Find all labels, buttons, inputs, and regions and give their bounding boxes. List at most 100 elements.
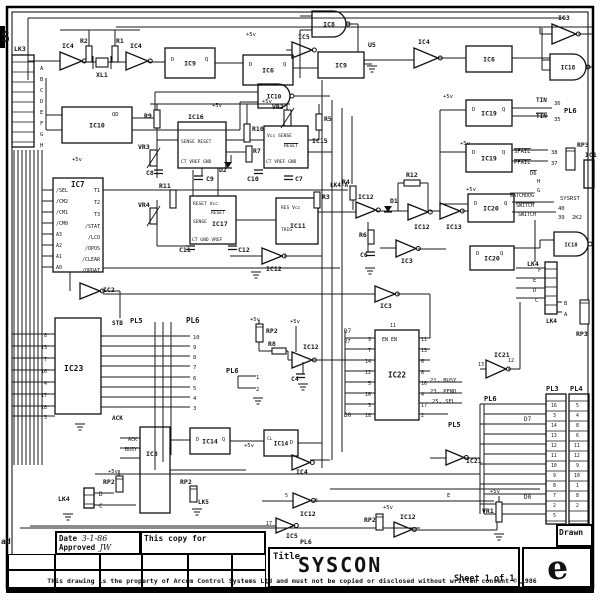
component-ic18a: IC18 xyxy=(549,53,591,81)
schematic-label: 12 xyxy=(574,453,580,459)
schematic-label: 8 xyxy=(193,355,196,361)
schematic-label: 9 xyxy=(576,463,579,469)
component-ic7: IC7 xyxy=(52,177,104,273)
component-ic4c: IC4 xyxy=(413,38,443,69)
schematic-label: RESET xyxy=(284,143,298,149)
schematic-label: 3 xyxy=(553,413,556,419)
component-ref-r7: R7 xyxy=(253,147,261,155)
component-ref-ic3c: IC3 xyxy=(380,302,392,310)
component-ref-ic12f: IC12 xyxy=(400,513,416,521)
schematic-label: E xyxy=(533,278,536,284)
component-ref-lk3: LK3 xyxy=(14,45,26,53)
component-ic2: IC2 xyxy=(79,282,115,300)
component-ref-ic23: IC23 xyxy=(64,364,83,373)
inverter-gate xyxy=(261,247,284,265)
schematic-label: 9 xyxy=(368,337,371,343)
component-ref-ic16: IC16 xyxy=(188,113,204,121)
ic-body xyxy=(263,429,299,457)
schematic-label: 4 xyxy=(421,392,424,398)
schematic-label: D xyxy=(196,437,199,443)
schematic-label: +5v xyxy=(490,489,501,495)
component-rp3b: RP3 xyxy=(576,299,590,338)
component-ic10a: IC10 xyxy=(61,106,133,144)
sheet-of: of 1 xyxy=(494,574,515,584)
schematic-label: 2 xyxy=(256,387,259,393)
sheet-border-outer xyxy=(5,5,595,590)
schematic-label: Q xyxy=(283,62,286,68)
nand-bubble xyxy=(587,241,593,247)
component-r4: R4 xyxy=(342,178,357,201)
component-ref-ic4a: IC4 xyxy=(62,42,74,50)
component-ic19a: IC19 xyxy=(465,99,513,127)
component-ic22: IC22 xyxy=(374,329,420,421)
schematic-label: 23, PEND xyxy=(430,389,457,395)
component-rp2a: RP2 xyxy=(255,323,278,343)
component-ref-ic7: IC7 xyxy=(71,180,85,189)
component-ref-ic22: IC22 xyxy=(388,371,406,380)
component-r12: R12 xyxy=(403,171,421,187)
schematic-label: F xyxy=(40,121,43,127)
schematic-label: A0 xyxy=(56,265,62,271)
component-r6: R6 xyxy=(359,229,375,245)
ic-body xyxy=(177,121,227,169)
component-ic3b: IC3 xyxy=(395,239,421,265)
schematic-label: PL6 xyxy=(186,316,200,325)
component-ref-ic14b: IC14 xyxy=(274,441,289,448)
nand-bubble xyxy=(289,93,295,99)
schematic-label: B xyxy=(40,77,44,83)
schematic-label: RESET xyxy=(211,210,225,216)
component-ref-r9: R9 xyxy=(144,112,152,120)
schematic-label: D6 xyxy=(530,171,537,177)
copyright-footer: This drawing is the property of Arcom Co… xyxy=(47,577,537,585)
ic-body xyxy=(469,245,515,271)
schematic-label: 27 xyxy=(344,339,351,345)
schematic-label: 2 xyxy=(576,503,579,509)
schematic-label: /CM1 xyxy=(56,210,68,216)
ic-body xyxy=(164,47,216,79)
scan-artifact xyxy=(0,26,5,48)
schematic-label: EN EN xyxy=(382,337,397,343)
schematic-label: +5v xyxy=(244,443,255,449)
schematic-label: LK4 xyxy=(527,260,539,268)
schematic-label: +5v xyxy=(460,141,471,147)
component-ref-d1: D1 xyxy=(390,197,398,205)
schematic-label: Q xyxy=(222,437,225,443)
schematic-label: Q xyxy=(205,57,208,63)
component-ref-ic11: IC11 xyxy=(290,222,306,230)
component-r9: R9 xyxy=(144,109,161,129)
ic-body xyxy=(61,106,133,144)
capacitor-plates xyxy=(296,373,305,379)
component-ref-ic8a: IC8 xyxy=(323,21,335,29)
component-ref-ic20a: IC20 xyxy=(483,205,499,213)
component-ic9b: IC9 xyxy=(317,51,365,79)
resistor-body xyxy=(153,109,161,129)
schematic-label: TRIG xyxy=(281,227,292,233)
schematic-label: TIN xyxy=(536,113,547,120)
component-ref-ic9b: IC9 xyxy=(335,62,347,70)
component-ref-r12: R12 xyxy=(406,171,418,179)
component-rp2d: RP2 xyxy=(364,513,384,531)
component-ref-ic5a: IC5 xyxy=(298,33,310,41)
schematic-label: 3 xyxy=(368,403,371,409)
schematic-label: QD xyxy=(112,112,119,118)
schematic-label: +5v xyxy=(443,94,454,100)
approved-value: JW xyxy=(99,543,112,552)
component-ref-c6: C6 xyxy=(360,251,368,259)
nand-gate xyxy=(549,53,587,81)
ic-body xyxy=(242,54,294,86)
schematic-label: ACK xyxy=(112,415,123,422)
schematic-label: 8 xyxy=(576,423,579,429)
resistor-body xyxy=(271,347,287,355)
schematic-label: LK4 xyxy=(546,318,557,325)
schematic-label: WATCHDOG xyxy=(510,193,534,199)
component-ref-c10: C10 xyxy=(247,175,259,183)
schematic-label: +5v xyxy=(466,187,477,193)
schematic-label: /STAT xyxy=(85,224,100,230)
component-rp2c: RP2 xyxy=(180,478,198,503)
capacitor-plates xyxy=(186,245,195,251)
inverter-bubble xyxy=(575,31,581,37)
inverter-bubble xyxy=(459,208,465,214)
ic-body xyxy=(583,159,595,189)
ground-symbol xyxy=(494,533,504,541)
schematic-label: 5 xyxy=(193,386,196,392)
